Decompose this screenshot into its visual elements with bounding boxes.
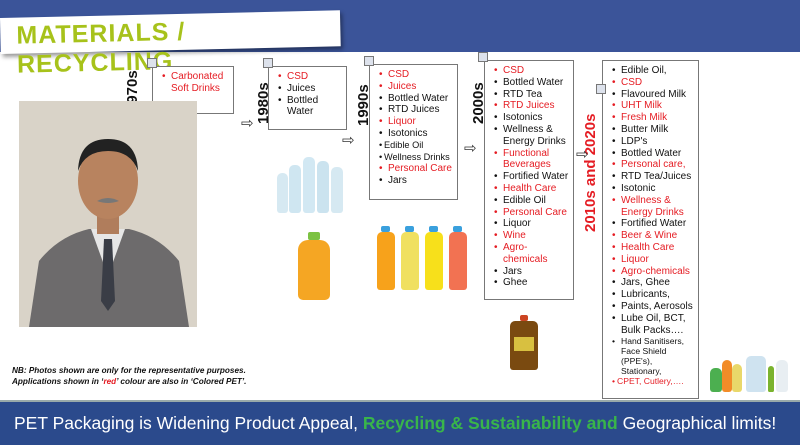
application-item: Agro-chemicals [494,242,569,266]
application-item: Juices [278,83,342,95]
arrow-right-icon: ⇨ [241,115,254,132]
application-item: Edible Oil [494,195,569,207]
checkbox-icon [596,84,606,94]
arrow-right-icon: ⇨ [464,140,477,157]
application-item: Isotonics [494,112,569,124]
title-banner: MATERIALS / RECYCLING [0,10,341,79]
application-item: UHT Milk [612,100,694,112]
note-red-word: red [103,377,117,386]
arrow-right-icon: ⇨ [576,146,589,163]
checkbox-icon [147,58,157,68]
note-line-2: Applications shown in ‘red’ colour are a… [12,376,246,387]
water-bottles-image [275,155,347,215]
decade-label: 2010s and 2020s [582,113,599,232]
application-item: Liquor [494,218,569,230]
portrait-photo [19,101,197,327]
application-item: Fortified Water [612,218,694,230]
application-item: Bottled Water [494,77,569,89]
decade-box-1980s: CSDJuicesBottled Water [268,66,347,130]
decade-box-2000s: CSDBottled WaterRTD TeaRTD JuicesIsotoni… [484,60,574,300]
application-item: Wellness Drinks [379,152,453,164]
application-item: CSD [379,69,453,81]
note-line-1: NB: Photos shown are only for the repres… [12,366,246,375]
application-item: Jars [494,266,569,278]
application-item: Beer & Wine [612,230,694,242]
application-item: CSD [612,77,694,89]
application-item: Ghee [494,277,569,289]
application-item: Wine [494,230,569,242]
application-item: CPET, Cutlery,…. [612,376,694,386]
disclaimer-note: NB: Photos shown are only for the repres… [12,365,246,387]
application-item: RTD Tea/Juices [612,171,694,183]
footer-text: PET Packaging is Widening Product Appeal… [14,413,363,433]
application-item: RTD Juices [379,104,453,116]
application-item: Health Care [494,183,569,195]
application-item: Paints, Aerosols [612,301,694,313]
application-item: Agro-chemicals [612,266,694,278]
application-item: Edible Oil, [612,65,694,77]
application-item: Lube Oil, BCT, Bulk Packs…. [612,313,694,337]
arrow-right-icon: ⇨ [342,132,355,149]
application-item: CSD [278,71,342,83]
application-item: RTD Juices [494,100,569,112]
application-item: Health Care [612,242,694,254]
decade-box-1990s: CSDJuicesBottled WaterRTD JuicesLiquorIs… [369,64,458,200]
application-item: Wellness & Energy Drinks [612,195,694,219]
application-item: Jars [379,175,453,187]
application-item: Bottled Water [278,95,342,119]
application-item: Bottled Water [612,148,694,160]
application-item: Bottled Water [379,93,453,105]
application-item: CSD [494,65,569,77]
application-item: Isotonics [379,128,453,140]
sports-drink-bottles-image [375,226,471,290]
oil-bottle-image [510,315,538,370]
application-item: Juices [379,81,453,93]
decade-label: 1980s [255,82,272,124]
juice-bottle-image [298,232,330,300]
application-item: Edible Oil [379,140,453,152]
checkbox-icon [478,52,488,62]
footer-highlight: Recycling & Sustainability and [362,413,618,433]
application-item: Isotonic [612,183,694,195]
assorted-bottles-image [710,350,790,392]
decade-label: 2000s [470,82,487,124]
application-item: Personal Care [494,207,569,219]
application-item: Functional Beverages [494,148,569,172]
application-item: Wellness & Energy Drinks [494,124,569,148]
application-item: Jars, Ghee [612,277,694,289]
decade-label: 1990s [355,84,372,126]
application-item: Flavoured Milk [612,89,694,101]
note-text: ’ colour are also in ‘Colored PET’. [116,377,247,386]
application-item: Fortified Water [494,171,569,183]
application-item: Butter Milk [612,124,694,136]
application-item: Personal care, [612,159,694,171]
checkbox-icon [263,58,273,68]
application-item: Hand Sanitisers, Face Shield (PPE's), St… [612,336,694,376]
application-item: Carbonated Soft Drinks [162,71,229,95]
application-item: LDP's [612,136,694,148]
application-item: Personal Care [379,163,453,175]
application-item: RTD Tea [494,89,569,101]
application-item: Liquor [612,254,694,266]
note-text: Applications shown in ‘ [12,377,104,386]
decade-box-2010s-and-2020s: Edible Oil,CSDFlavoured MilkUHT MilkFres… [602,60,699,399]
application-item: Fresh Milk [612,112,694,124]
application-item: Lubricants, [612,289,694,301]
footer-banner: PET Packaging is Widening Product Appeal… [0,400,800,445]
checkbox-icon [364,56,374,66]
application-item: Liquor [379,116,453,128]
footer-text: Geographical limits! [617,413,777,433]
